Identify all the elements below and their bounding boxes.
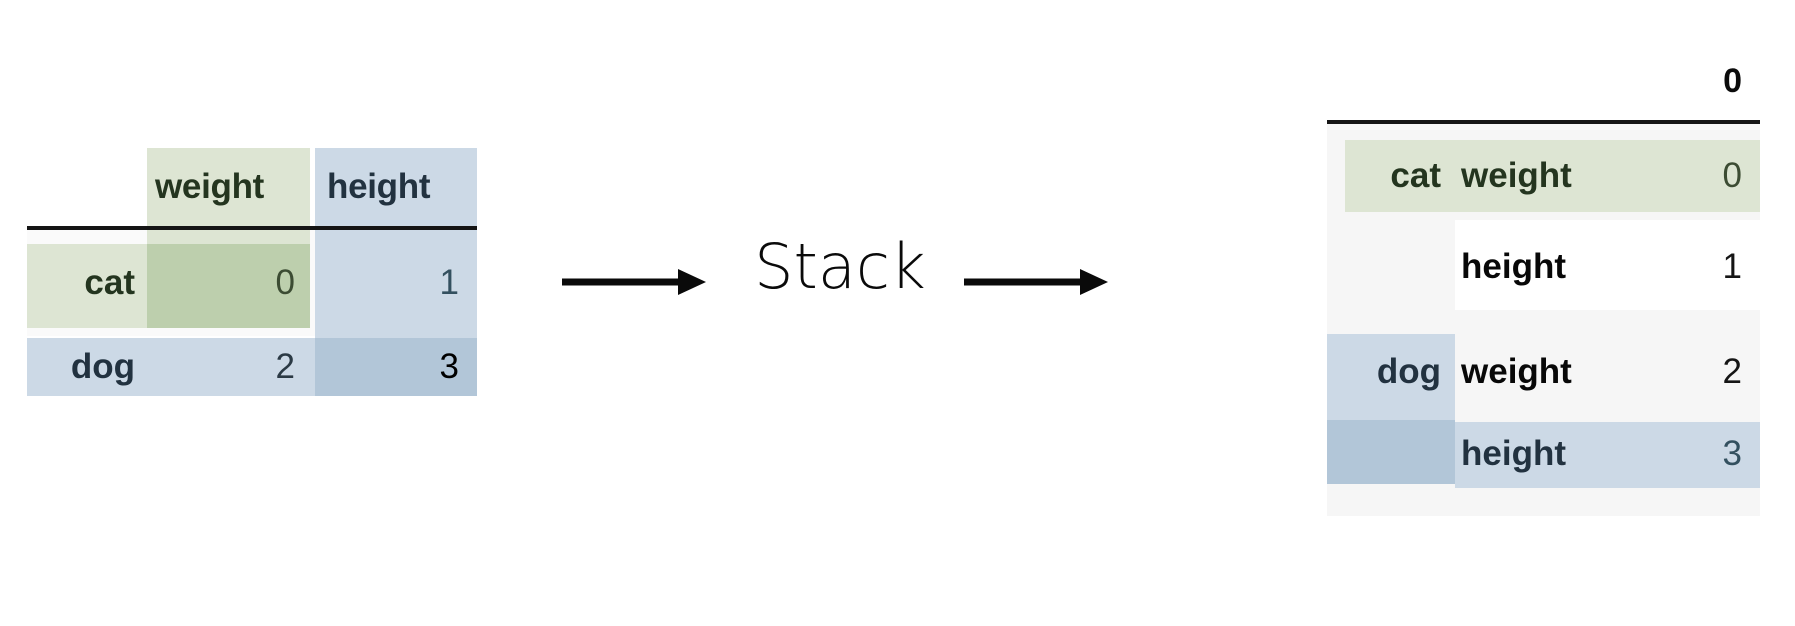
level0-index-dog: dog [1376,352,1441,391]
dog-height-row-highlight [1455,422,1760,488]
table-row: height 3 [1327,420,1760,488]
cell-dog-height: 3 [439,347,459,386]
header-rule [27,226,477,230]
cell-dog-weight: 2 [275,347,295,386]
arrow-right-icon [562,269,706,295]
source-dataframe: weight height cat 0 1 dog 2 3 [27,148,550,396]
cat-height-row-band [1455,220,1760,310]
dog-weight-row-band [1455,326,1760,414]
cell-cat-height: 1 [439,263,459,302]
cell-cat-height-value: 1 [1722,247,1742,286]
arrow-right-icon [964,269,1108,295]
cell-dog-height-highlight [315,338,477,396]
cell-cat-weight-value: 0 [1722,156,1742,195]
table-row: dog weight 2 [1327,328,1760,416]
cell-cat-weight: 0 [275,263,295,302]
level1-index-weight: weight [1461,156,1572,195]
cell-dog-weight-value: 2 [1722,352,1742,391]
cell-dog-height-value: 3 [1722,434,1742,473]
table-row: cat 0 1 [27,230,477,336]
series-grid: cat weight 0 height 1 dog weight 2 heigh… [1327,120,1760,516]
dog-index-block-dark [1327,420,1455,484]
level1-index-height: height [1461,247,1566,286]
row-index-dog: dog [70,347,135,386]
cell-cat-weight-highlight [147,244,310,328]
row-index-cat: cat [84,263,135,302]
dataframe-grid: weight height cat 0 1 dog 2 3 [27,148,477,396]
header-rule [1327,120,1760,124]
stacked-series: cat weight 0 height 1 dog weight 2 heigh… [1327,120,1767,520]
stacked-column-header: 0 [1723,62,1742,100]
level1-index-height-2: height [1461,434,1566,473]
table-header-row: weight height [27,148,477,226]
table-row: cat weight 0 [1327,138,1760,214]
table-row: dog 2 3 [27,338,477,396]
table-row: height 1 [1327,224,1760,310]
column-header-height: height [327,167,431,206]
level1-index-weight-2: weight [1461,352,1572,391]
operation-label: Stack [754,230,926,303]
cat-weight-row-highlight [1345,140,1760,212]
level0-index-cat: cat [1390,156,1441,195]
column-header-weight: weight [155,167,265,206]
